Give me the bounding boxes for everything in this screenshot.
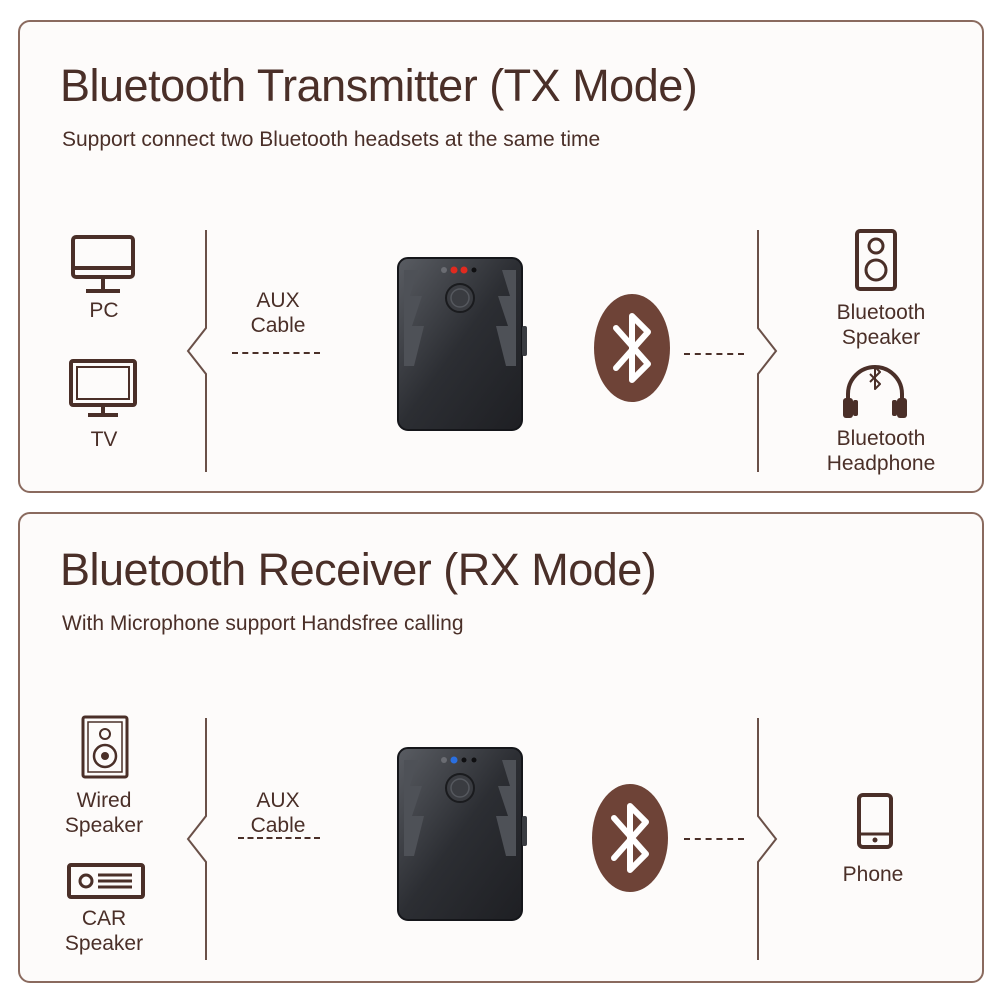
tv-icon (69, 359, 137, 417)
target-label-bt-headphone: Bluetooth Headphone (826, 427, 936, 475)
headphone-icon (843, 365, 907, 418)
bluetooth-link-dashes (684, 838, 744, 840)
source-label-car-speaker: CAR Speaker (64, 907, 144, 955)
tx-subtitle: Support connect two Bluetooth headsets a… (62, 128, 601, 151)
monitor-icon (71, 235, 135, 293)
transmitter-device (397, 257, 527, 431)
aux-cable-dashes (232, 352, 320, 354)
right-divider-brace (757, 230, 778, 472)
source-label-pc: PC (89, 299, 119, 322)
receiver-device (397, 747, 527, 921)
source-label-wired-speaker: Wired Speaker (64, 789, 144, 837)
phone-icon (857, 793, 893, 849)
bluetooth-icon (592, 784, 668, 892)
left-divider-brace (186, 230, 207, 472)
link-label-aux: AUX Cable (250, 289, 306, 337)
wired-speaker-icon (81, 715, 129, 779)
rx-subtitle: With Microphone support Handsfree callin… (62, 612, 464, 635)
rx-title: Bluetooth Receiver (RX Mode) (60, 544, 657, 595)
target-label-phone: Phone (842, 863, 904, 886)
aux-cable-dashes (238, 837, 320, 839)
left-divider-brace (186, 718, 207, 960)
tx-title: Bluetooth Transmitter (TX Mode) (60, 60, 698, 111)
target-label-bt-speaker: Bluetooth Speaker (836, 301, 926, 349)
speaker-icon (855, 229, 897, 291)
bluetooth-link-dashes (684, 353, 744, 355)
rx-mode-panel: Bluetooth Receiver (RX Mode) With Microp… (18, 512, 984, 983)
source-label-tv: TV (90, 428, 118, 451)
tx-mode-panel: Bluetooth Transmitter (TX Mode) Support … (18, 20, 984, 493)
right-divider-brace (757, 718, 778, 960)
car-stereo-icon (67, 863, 145, 899)
link-label-aux: AUX Cable (250, 789, 306, 837)
bluetooth-icon (594, 294, 670, 402)
